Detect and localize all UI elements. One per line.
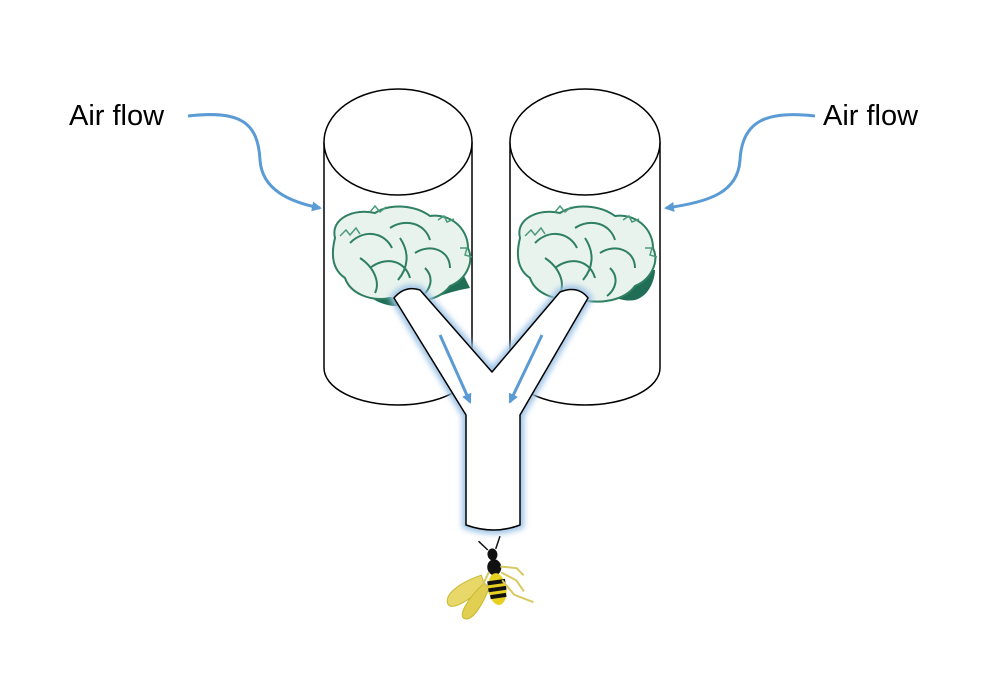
right-cabbage-icon [516, 204, 658, 303]
left-air-flow-arrow [187, 113, 322, 212]
right-air-flow-label: Air flow [823, 100, 919, 132]
right-air-flow-arrow [664, 113, 816, 212]
right-tube-arrow [508, 334, 544, 404]
y-tube [389, 284, 593, 534]
left-cabbage-icon [331, 204, 473, 307]
left-tube-arrow [438, 334, 472, 404]
wasp-icon [446, 535, 534, 620]
left-air-flow-label: Air flow [69, 100, 165, 132]
tube-flow-arrows [438, 334, 544, 404]
